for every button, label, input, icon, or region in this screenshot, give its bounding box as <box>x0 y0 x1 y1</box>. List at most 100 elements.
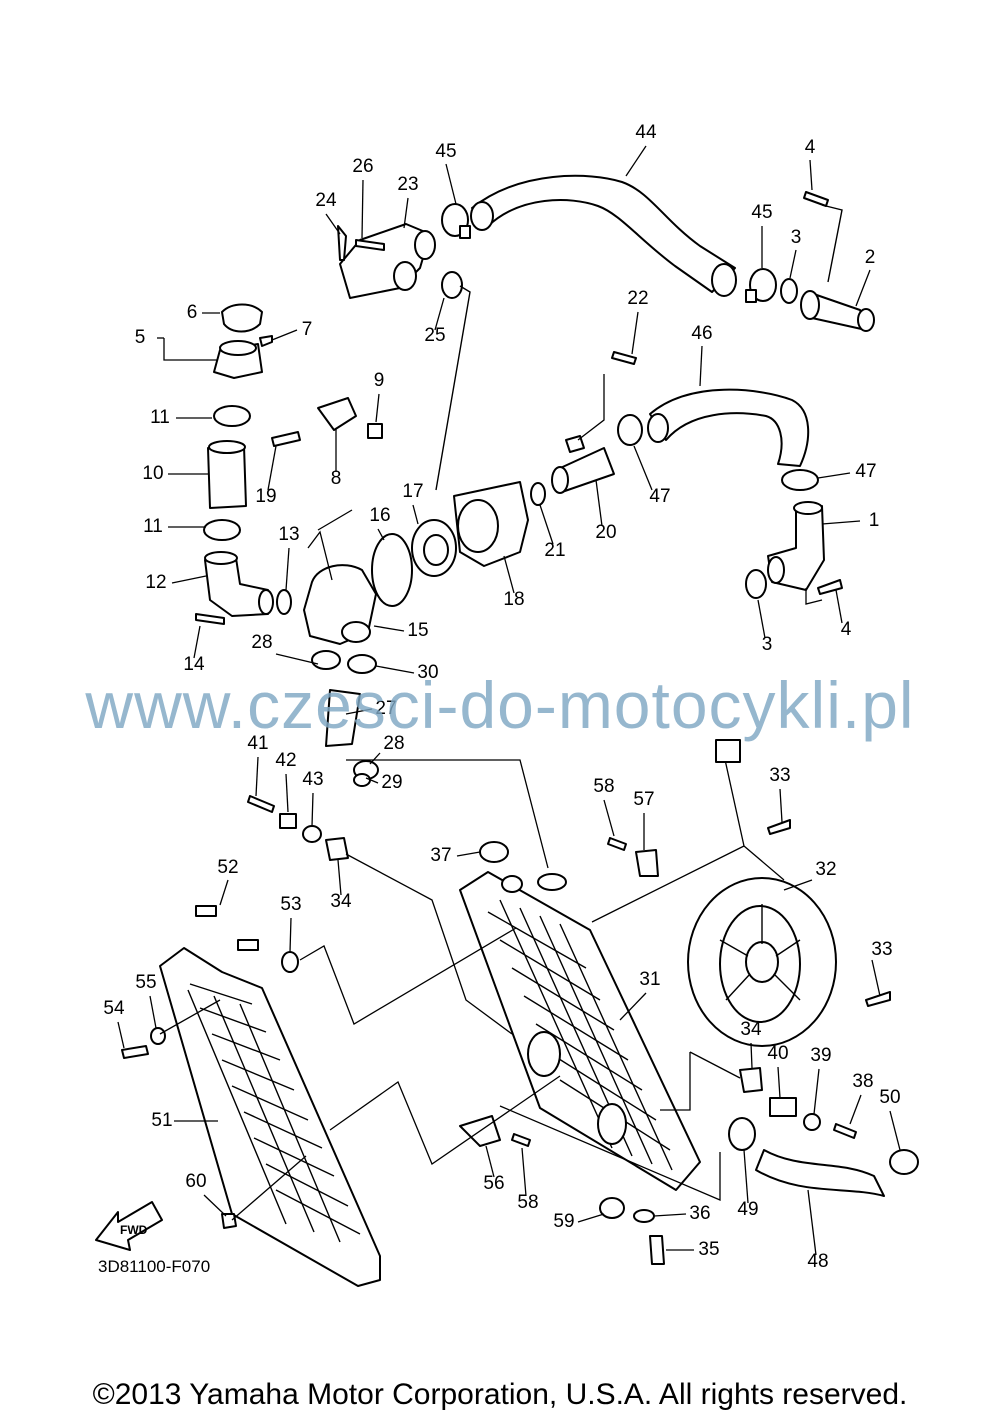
assembly-line <box>660 1052 691 1111</box>
callout-leader <box>149 995 157 1029</box>
callout-51: 51 <box>151 1110 172 1131</box>
o-ring-13 <box>276 589 292 615</box>
clamp-screw <box>745 289 757 303</box>
callout-7: 7 <box>302 319 313 340</box>
callout-leader <box>345 708 373 715</box>
callout-leader <box>821 520 861 525</box>
radiator-guard-51 <box>159 947 381 1287</box>
callout-42: 42 <box>275 750 296 771</box>
cover-bore <box>457 499 499 553</box>
callout-41: 41 <box>247 733 268 754</box>
callout-21: 21 <box>544 540 565 561</box>
bolt-4 <box>817 579 843 595</box>
callout-28: 28 <box>251 632 272 653</box>
callout-48: 48 <box>807 1251 828 1272</box>
bolt-19 <box>271 431 301 447</box>
callout-47: 47 <box>855 461 876 482</box>
callout-35: 35 <box>698 1239 719 1260</box>
hose-end <box>647 413 669 443</box>
assembly-line <box>159 999 221 1035</box>
leader <box>577 374 605 441</box>
callout-5: 5 <box>135 327 146 348</box>
hose-clamp-47 <box>781 469 819 491</box>
callout-23: 23 <box>397 174 418 195</box>
callout-leader <box>325 213 341 235</box>
leader <box>805 588 823 605</box>
hose-46 <box>649 388 810 467</box>
grommet-52 <box>237 939 259 951</box>
bolt-33 <box>767 819 791 835</box>
callout-3: 3 <box>762 634 773 655</box>
assembly-line <box>345 853 513 1035</box>
callout-8: 8 <box>331 468 342 489</box>
callout-leader <box>373 625 405 632</box>
watermark: www.czesci-do-motocykli.pl <box>84 668 914 742</box>
callout-leader <box>789 249 797 279</box>
callout-33: 33 <box>769 765 790 786</box>
callout-44: 44 <box>635 122 657 143</box>
plug-59 <box>599 1197 625 1219</box>
callout-9: 9 <box>374 370 385 391</box>
callout-32: 32 <box>815 859 836 880</box>
assembly-line <box>499 1105 721 1201</box>
cooling-fan-32 <box>687 877 837 1047</box>
bolt-33 <box>865 991 891 1007</box>
callout-leader <box>521 1147 527 1197</box>
callout-38: 38 <box>852 1071 873 1092</box>
radiator-cap-6 <box>221 303 263 333</box>
callout-30: 30 <box>417 662 438 683</box>
callout-leader <box>375 665 415 674</box>
radiator-31 <box>459 871 701 1191</box>
callout-11: 11 <box>150 407 170 428</box>
callout-34: 34 <box>740 1019 762 1040</box>
callout-18: 18 <box>503 589 524 610</box>
callout-14: 14 <box>183 654 205 675</box>
callout-leader <box>699 345 703 387</box>
callout-16: 16 <box>369 505 390 526</box>
hose-end <box>470 201 494 231</box>
callout-leader <box>625 145 647 177</box>
callout-53: 53 <box>280 894 301 915</box>
callout-leader <box>855 269 871 307</box>
callout-leader <box>817 472 851 479</box>
callout-leader <box>275 653 319 665</box>
callout-leader <box>619 992 647 1021</box>
pipe-end <box>414 230 436 260</box>
callout-22: 22 <box>627 288 648 309</box>
bolt-14 <box>195 613 225 625</box>
callout-59: 59 <box>553 1211 574 1232</box>
clip-34 <box>739 1067 763 1093</box>
callout-40: 40 <box>767 1043 788 1064</box>
callout-37: 37 <box>430 845 451 866</box>
callout-leader <box>311 792 314 827</box>
callout-leader <box>871 959 881 997</box>
callout-19: 19 <box>255 486 276 507</box>
washer-39 <box>803 1113 821 1131</box>
callout-leader <box>777 1066 781 1099</box>
o-ring-3 <box>745 569 767 599</box>
callout-11: 11 <box>143 516 163 537</box>
hose-end <box>208 440 246 454</box>
callout-20: 20 <box>595 522 616 543</box>
pipe-end <box>800 290 820 320</box>
hose-end <box>711 263 737 297</box>
callout-leader <box>577 1213 605 1223</box>
callout-26: 26 <box>352 156 373 177</box>
callout-leader <box>434 297 445 331</box>
callout-33: 33 <box>871 939 892 960</box>
collar-40 <box>769 1097 797 1117</box>
callout-6: 6 <box>187 302 198 323</box>
callout-leader <box>375 393 380 423</box>
callout-leader <box>485 1145 495 1178</box>
callout-leader <box>219 879 229 906</box>
callout-52: 52 <box>217 857 238 878</box>
copyright-notice: ©2013 Yamaha Motor Corporation, U.S.A. A… <box>92 1378 908 1411</box>
callout-27: 27 <box>375 698 396 719</box>
callout-45: 45 <box>751 202 772 223</box>
pipe-end <box>258 589 274 615</box>
callout-leader <box>813 1068 820 1115</box>
washer-36 <box>633 1209 655 1223</box>
callout-58: 58 <box>517 1192 538 1213</box>
elbow-pipe-12 <box>204 557 269 617</box>
